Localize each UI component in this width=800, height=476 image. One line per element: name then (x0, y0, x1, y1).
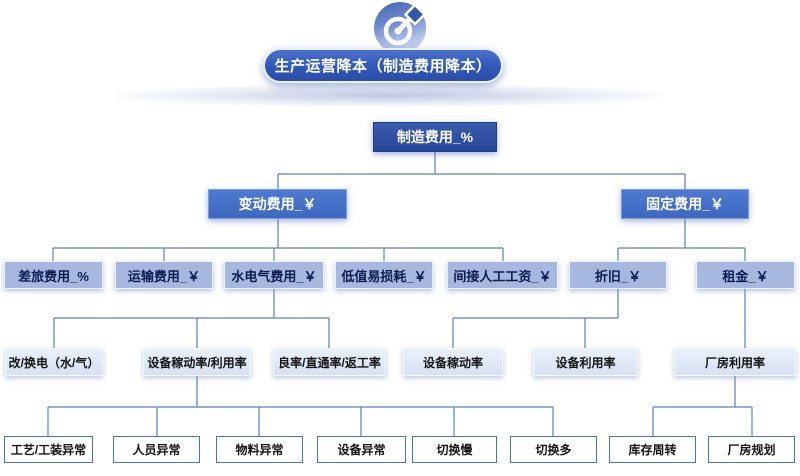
node-changeover-slow: 切换慢 (412, 436, 497, 463)
node-rent-cost: 租金_￥ (696, 261, 795, 289)
node-process-tooling-abnormal: 工艺/工装异常 (4, 436, 93, 463)
node-equipment-utilization-rate: 设备利用率 (533, 348, 638, 376)
node-utilities-cost: 水电气费用_￥ (224, 261, 324, 289)
node-equipment-operation-rate: 设备稼动率 (403, 348, 503, 376)
node-consumables-cost: 低值易损耗_￥ (335, 261, 433, 289)
node-changeover-frequent: 切换多 (510, 436, 597, 463)
node-inventory-turnover: 库存周转 (609, 436, 696, 463)
node-manufacturing-cost: 制造费用_% (373, 122, 497, 152)
node-equipment-abnormal: 设备异常 (317, 436, 406, 463)
node-yield-rate: 良率/直通率/返工率 (273, 348, 386, 376)
target-dart-icon (374, 2, 426, 54)
node-variable-cost: 变动费用_￥ (208, 189, 347, 219)
node-travel-cost: 差旅费用_% (4, 261, 103, 289)
node-depreciation-cost: 折旧_￥ (569, 261, 667, 289)
node-indirect-labor-cost: 间接人工工资_￥ (447, 261, 558, 289)
node-equipment-oee: 设备稼动率/利用率 (143, 348, 251, 376)
node-power-change: 改/换电（水/气） (5, 348, 103, 376)
diagram-title: 生产运营降本（制造费用降本） (274, 58, 492, 75)
ellipse-shadow (115, 84, 665, 107)
diagram-title-banner: 生产运营降本（制造费用降本） (263, 48, 503, 83)
node-fixed-cost: 固定费用_￥ (621, 189, 749, 219)
node-transport-cost: 运输费用_￥ (115, 261, 213, 289)
node-personnel-abnormal: 人员异常 (113, 436, 200, 463)
node-plant-planning: 厂房规划 (708, 436, 795, 463)
node-material-abnormal: 物料异常 (216, 436, 303, 463)
node-plant-utilization-rate: 厂房利用率 (674, 348, 796, 376)
target-dart-glyph (383, 3, 426, 46)
